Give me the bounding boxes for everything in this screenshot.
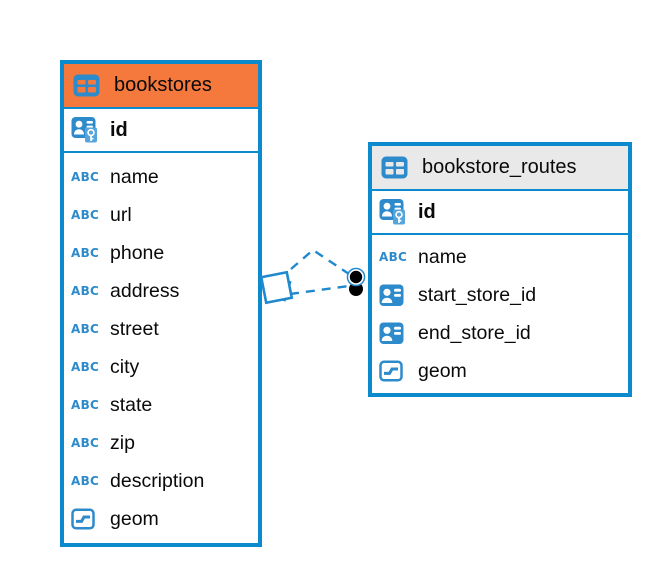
text-type-icon: ABC xyxy=(379,250,408,264)
text-type-icon: ABC xyxy=(71,436,100,450)
table-header-bookstores[interactable]: bookstores xyxy=(64,64,258,109)
entity-table-bookstore-routes[interactable]: bookstore_routes id ABC name start_store_… xyxy=(368,142,632,397)
table-name: bookstore_routes xyxy=(422,156,577,178)
primary-key-icon xyxy=(71,116,103,144)
text-type-icon: ABC xyxy=(71,360,100,374)
primary-key-name: id xyxy=(418,200,436,223)
column-row-street[interactable]: ABC street xyxy=(71,310,251,348)
column-row-name[interactable]: ABC name xyxy=(379,238,621,276)
relationship-line-lower[interactable] xyxy=(289,284,350,296)
primary-key-row[interactable]: id xyxy=(372,191,628,235)
reference-type-icon xyxy=(379,284,411,307)
column-name: end_store_id xyxy=(418,321,531,344)
text-type-icon: ABC xyxy=(71,246,100,260)
column-name: state xyxy=(110,393,153,416)
primary-key-name: id xyxy=(110,118,128,141)
geometry-type-icon xyxy=(379,360,411,382)
column-name: address xyxy=(110,279,180,302)
primary-key-row[interactable]: id xyxy=(64,109,258,153)
column-name: start_store_id xyxy=(418,283,537,306)
column-row-geom[interactable]: geom xyxy=(71,500,251,538)
geometry-type-icon xyxy=(71,508,103,530)
column-row-start_store_id[interactable]: start_store_id xyxy=(379,276,621,314)
column-name: city xyxy=(110,355,140,378)
column-name: geom xyxy=(110,507,159,530)
column-name: description xyxy=(110,469,205,492)
relationship-line-upper[interactable] xyxy=(290,248,350,275)
table-icon xyxy=(381,156,413,179)
text-type-icon: ABC xyxy=(71,322,100,336)
text-type-icon: ABC xyxy=(71,284,100,298)
many-end-diamond[interactable] xyxy=(259,270,294,305)
relationship-endpoint-dots[interactable] xyxy=(346,267,366,297)
text-type-icon: ABC xyxy=(71,170,100,184)
table-icon xyxy=(73,74,105,97)
column-row-city[interactable]: ABC city xyxy=(71,348,251,386)
primary-key-icon xyxy=(379,198,411,226)
endpoint-dot-ring xyxy=(346,267,366,287)
column-row-state[interactable]: ABC state xyxy=(71,386,251,424)
table-name: bookstores xyxy=(114,74,212,96)
column-name: name xyxy=(418,245,467,268)
column-row-phone[interactable]: ABC phone xyxy=(71,234,251,272)
diamond-front-shape xyxy=(259,270,294,305)
column-row-geom[interactable]: geom xyxy=(379,352,621,390)
endpoint-dot-upper xyxy=(348,269,364,285)
table-header-bookstore-routes[interactable]: bookstore_routes xyxy=(372,146,628,191)
column-name: zip xyxy=(110,431,135,454)
column-name: url xyxy=(110,203,132,226)
column-row-description[interactable]: ABC description xyxy=(71,462,251,500)
column-row-name[interactable]: ABC name xyxy=(71,158,251,196)
reference-type-icon xyxy=(379,322,411,345)
text-type-icon: ABC xyxy=(71,398,100,412)
column-row-address[interactable]: ABC address xyxy=(71,272,251,310)
column-name: street xyxy=(110,317,159,340)
column-row-end_store_id[interactable]: end_store_id xyxy=(379,314,621,352)
column-name: geom xyxy=(418,359,467,382)
column-name: name xyxy=(110,165,159,188)
column-name: phone xyxy=(110,241,165,264)
text-type-icon: ABC xyxy=(71,474,100,488)
column-row-url[interactable]: ABC url xyxy=(71,196,251,234)
column-list: ABC name start_store_id end_store_id geom xyxy=(372,235,628,393)
text-type-icon: ABC xyxy=(71,208,100,222)
column-row-zip[interactable]: ABC zip xyxy=(71,424,251,462)
